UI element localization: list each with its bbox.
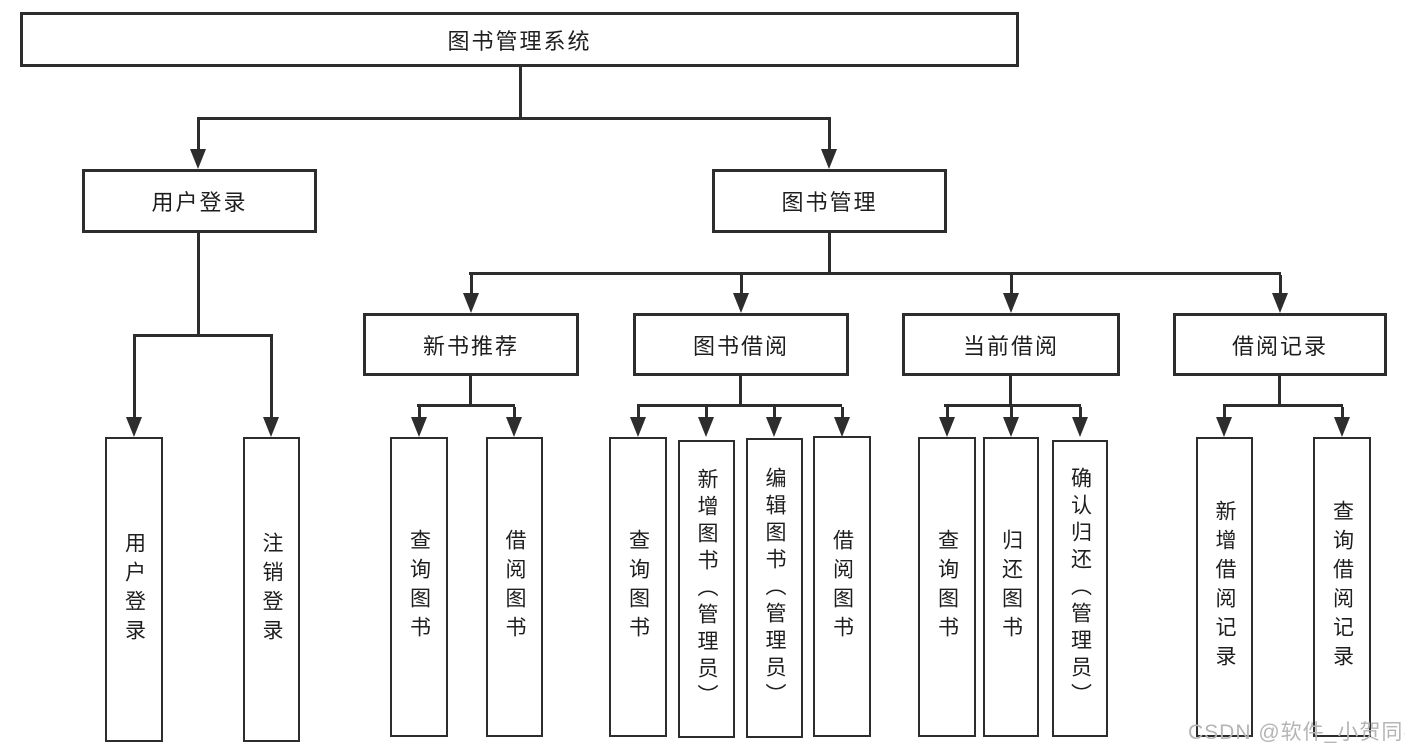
leaf-query-books-2-label: 查询图书 [626, 529, 650, 645]
arrowhead-icon [1003, 293, 1019, 313]
edge-book-borrow-stub [739, 376, 742, 407]
node-book-borrow: 图书借阅 [633, 313, 849, 376]
arrowhead-icon [834, 417, 850, 437]
leaf-query-books-3: 查询图书 [918, 437, 976, 737]
edge-to-leaf-query-record [1341, 407, 1344, 421]
arrowhead-icon [1216, 417, 1232, 437]
edge-user-login-rail [133, 334, 273, 337]
edge-book-borrow-rail [637, 404, 842, 407]
edge-root-stub [519, 67, 522, 120]
node-current-borrow-label: 当前借阅 [962, 333, 1059, 359]
edge-to-leaf-borrow-2 [841, 407, 844, 421]
edge-current-borrow-stub [1009, 376, 1012, 407]
edge-to-leaf-user-login [133, 337, 136, 419]
arrowhead-icon [190, 149, 206, 169]
leaf-query-books-3-label: 查询图书 [935, 529, 959, 645]
edge-level2-rail [197, 117, 831, 120]
edge-to-leaf-query-2 [637, 407, 640, 421]
node-user-login-label: 用户登录 [151, 190, 248, 215]
leaf-add-books-admin-label: 新增图书（管理员） [695, 467, 718, 711]
node-current-borrow: 当前借阅 [902, 313, 1120, 376]
leaf-borrow-books-2: 借阅图书 [813, 436, 871, 737]
arrowhead-icon [263, 417, 279, 437]
edge-new-book-recommend-stub [469, 376, 472, 407]
arrowhead-icon [939, 417, 955, 437]
node-user-login: 用户登录 [82, 169, 317, 233]
leaf-borrow-books-2-label: 借阅图书 [830, 528, 854, 645]
leaf-add-books-admin: 新增图书（管理员） [678, 440, 735, 738]
leaf-query-books-2: 查询图书 [609, 437, 667, 737]
leaf-query-books-1: 查询图书 [390, 437, 448, 737]
arrowhead-icon [1003, 417, 1019, 437]
leaf-user-login-label: 用户登录 [122, 531, 146, 648]
edge-to-user-login [197, 120, 200, 151]
leaf-borrow-books-1: 借阅图书 [486, 437, 543, 737]
edge-to-leaf-edit-books [773, 407, 776, 421]
arrowhead-icon [411, 417, 427, 437]
node-book-borrow-label: 图书借阅 [692, 333, 789, 359]
edge-to-new-book-recommend [470, 275, 473, 295]
arrowhead-icon [463, 293, 479, 313]
edge-level3-rail [469, 272, 1281, 275]
node-new-book-recommend: 新书推荐 [363, 313, 579, 376]
leaf-add-borrow-record-label: 新增借阅记录 [1213, 500, 1236, 674]
leaf-query-books-1-label: 查询图书 [407, 529, 431, 645]
leaf-borrow-books-1-label: 借阅图书 [503, 529, 526, 645]
arrowhead-icon [630, 417, 646, 437]
edge-to-leaf-query-3 [946, 407, 949, 421]
edge-borrow-records-stub [1278, 376, 1281, 407]
edge-new-book-recommend-rail [417, 404, 515, 407]
arrowhead-icon [766, 417, 782, 437]
node-root-label: 图书管理系统 [447, 28, 592, 54]
arrowhead-icon [1072, 417, 1088, 437]
arrowhead-icon [821, 149, 837, 169]
edge-to-leaf-query-1 [418, 407, 421, 421]
csdn-watermark: CSDN @软件_小贺同学 [1188, 721, 1405, 744]
node-book-management: 图书管理 [712, 169, 947, 233]
edge-to-leaf-confirm-return [1079, 407, 1082, 421]
edge-to-leaf-logout [270, 337, 273, 419]
edge-to-leaf-add-record [1223, 407, 1226, 421]
arrowhead-icon [698, 417, 714, 437]
leaf-query-borrow-record: 查询借阅记录 [1313, 437, 1371, 737]
leaf-confirm-return-admin: 确认归还（管理员） [1052, 440, 1108, 737]
arrowhead-icon [126, 417, 142, 437]
leaf-add-borrow-record: 新增借阅记录 [1196, 437, 1253, 737]
edge-user-login-stub [197, 233, 200, 337]
leaf-query-borrow-record-label: 查询借阅记录 [1330, 500, 1354, 674]
leaf-return-books: 归还图书 [983, 437, 1039, 737]
node-book-management-label: 图书管理 [781, 190, 878, 215]
arrowhead-icon [733, 293, 749, 313]
node-borrow-records-label: 借阅记录 [1231, 333, 1328, 359]
edge-to-leaf-borrow-1 [513, 407, 516, 421]
edge-current-borrow-rail [944, 404, 1081, 407]
arrowhead-icon [1272, 293, 1288, 313]
node-borrow-records: 借阅记录 [1173, 313, 1387, 376]
arrowhead-icon [1334, 417, 1350, 437]
leaf-confirm-return-admin-label: 确认归还（管理员） [1068, 467, 1092, 710]
edge-to-current-borrow [1010, 275, 1013, 295]
leaf-return-books-label: 归还图书 [999, 529, 1023, 645]
leaf-user-login: 用户登录 [105, 437, 163, 742]
leaf-edit-books-admin-label: 编辑图书（管理员） [763, 466, 786, 710]
edge-to-leaf-add-books [705, 407, 708, 421]
edge-book-management-stub [828, 233, 831, 275]
leaf-logout-label: 注销登录 [260, 531, 283, 648]
node-new-book-recommend-label: 新书推荐 [422, 333, 519, 359]
edge-borrow-records-rail [1223, 404, 1343, 407]
edge-to-leaf-return [1010, 407, 1013, 421]
edge-to-book-management [828, 120, 831, 151]
leaf-logout: 注销登录 [243, 437, 300, 742]
arrowhead-icon [506, 417, 522, 437]
node-root: 图书管理系统 [20, 12, 1019, 67]
edge-to-borrow-records [1279, 275, 1282, 295]
leaf-edit-books-admin: 编辑图书（管理员） [746, 438, 803, 738]
edge-to-book-borrow [740, 275, 743, 295]
